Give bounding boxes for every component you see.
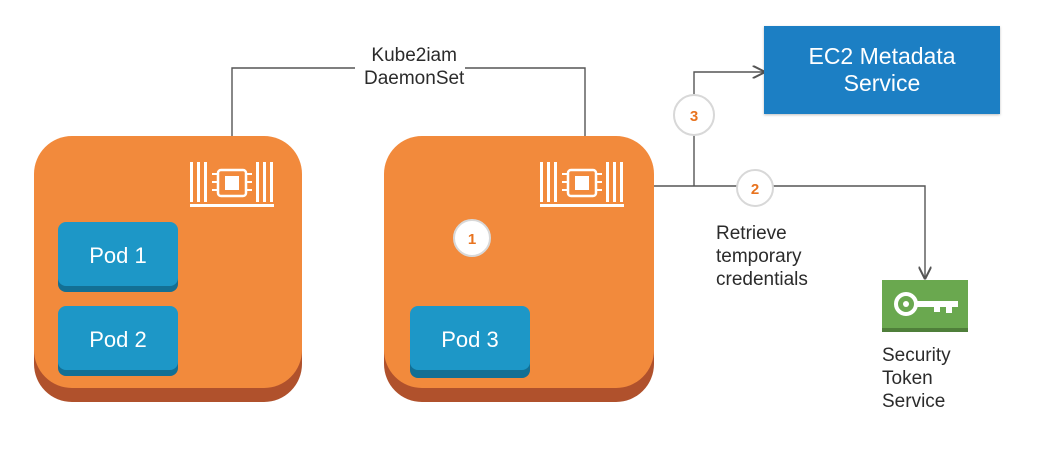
ec2-metadata-service: EC2 Metadata Service [764,26,1000,114]
pod-2-label: Pod 2 [89,327,147,352]
icon-bar [270,162,273,202]
pod-3-box [410,306,530,370]
pod-2-box [58,306,178,370]
icon-bar [554,162,557,202]
step-2-marker: 2 [736,169,774,207]
chip-core [575,176,589,190]
to-ec2-arrow [693,72,764,186]
sts-key-icon [882,280,968,332]
sts-label: Security Token Service [882,344,951,413]
step-3-number: 3 [690,108,698,125]
icon-bar [620,162,623,202]
icon-bar [613,162,616,202]
icon-bar [540,162,543,202]
kube2iam-agent-icon-node-1 [190,162,274,207]
icon-bar [197,162,200,202]
step-3-circle [673,94,715,136]
pod-1-label: Pod 1 [89,243,147,268]
step-2-number: 2 [751,181,759,198]
pod-2: Pod 2 [58,306,178,376]
retrieve-credentials-label: Retrieve temporary credentials [716,222,808,291]
sts-label-line2: Token [882,368,933,389]
daemonset-label-line1: Kube2iam [371,45,457,66]
key-shaft [916,301,958,313]
step-1-marker: 1 [453,219,491,257]
ec2-metadata-box [764,26,1000,114]
ec2-metadata-label-line2: Service [844,70,921,96]
chip-core [225,176,239,190]
icon-bar [256,162,259,202]
pod-1-box [58,222,178,286]
pod-3-label: Pod 3 [441,327,499,352]
kube2iam-agent-icon-node-2 [540,162,624,207]
sts-label-line1: Security [882,345,951,366]
step-2-circle [736,169,774,207]
daemonset-label-line2: DaemonSet [364,68,465,89]
step-1-number: 1 [468,231,476,248]
icon-bar [547,162,550,202]
sts-label-line3: Service [882,391,946,412]
pod-3: Pod 3 [410,306,530,378]
pod-1: Pod 1 [58,222,178,292]
icon-bar [204,162,207,202]
icon-bar [190,162,193,202]
step-3-marker: 3 [673,94,715,136]
icon-base [190,204,274,207]
daemonset-line-right [465,67,586,158]
icon-bar [606,162,609,202]
ec2-metadata-label-line1: EC2 Metadata [808,43,955,69]
icon-base [540,204,624,207]
icon-bar [263,162,266,202]
retrieve-label-line3: credentials [716,269,808,290]
retrieve-label-line2: temporary [716,246,802,267]
daemonset-label: Kube2iam DaemonSet [364,44,464,90]
step-1-circle [453,219,491,257]
key-head-hole [903,301,909,307]
retrieve-label-line1: Retrieve [716,223,787,244]
